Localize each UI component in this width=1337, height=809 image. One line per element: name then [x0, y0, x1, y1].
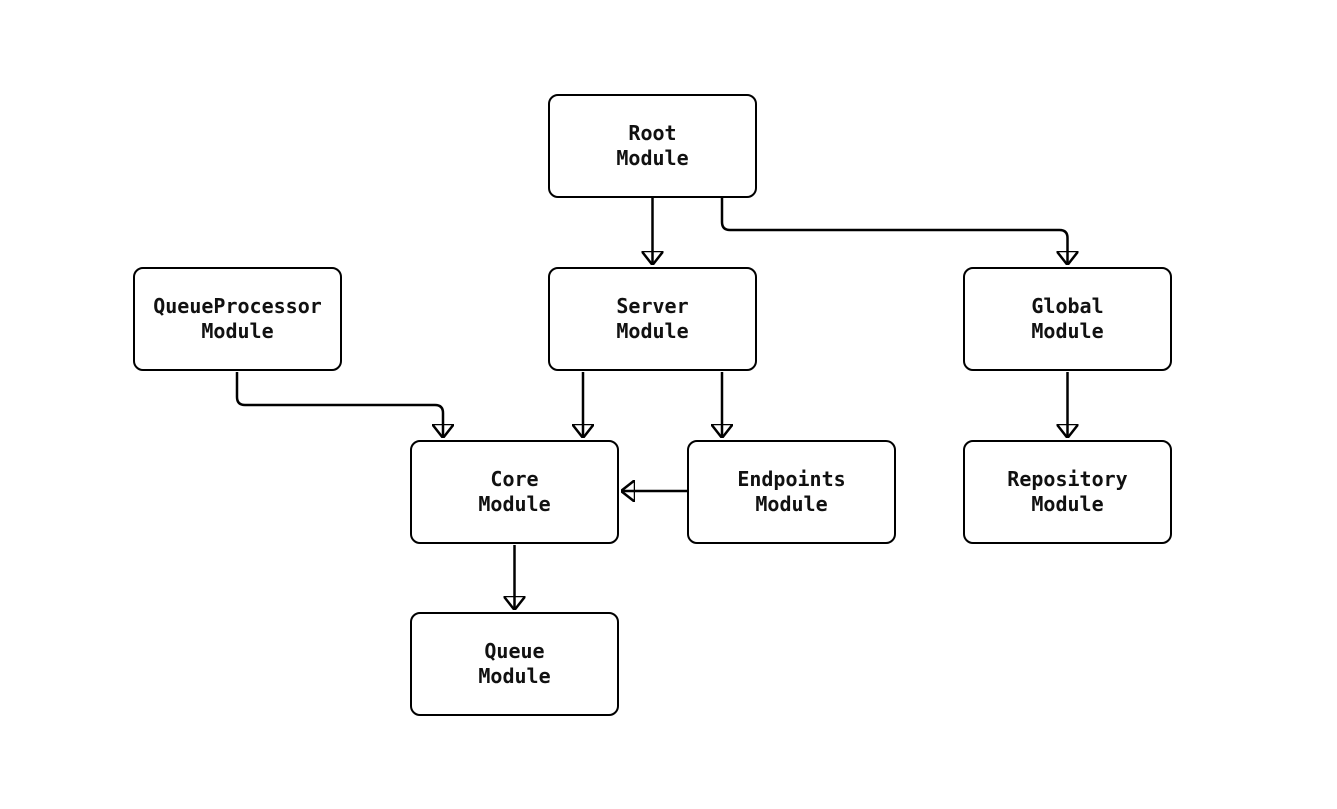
node-label: Module [478, 664, 551, 688]
node-server-module: Server Module [548, 267, 757, 371]
node-label: Module [201, 319, 274, 343]
node-label: Queue [484, 639, 545, 663]
edge-queueprocessor-core [235, 372, 443, 437]
node-label: Module [1031, 492, 1104, 516]
node-label: Module [478, 492, 551, 516]
node-core-module: Core Module [410, 440, 619, 544]
node-root-module: Root Module [548, 94, 757, 198]
node-queue-module: Queue Module [410, 612, 619, 716]
node-label: Server [616, 294, 689, 318]
node-label: QueueProcessor [153, 294, 322, 318]
node-label: Root [628, 121, 677, 145]
node-label: Endpoints [737, 467, 846, 491]
node-queueprocessor-module: QueueProcessor Module [133, 267, 342, 371]
node-endpoints-module: Endpoints Module [687, 440, 896, 544]
node-global-module: Global Module [963, 267, 1172, 371]
node-label: Repository [1007, 467, 1128, 491]
node-label: Core [490, 467, 539, 491]
node-label: Module [1031, 319, 1104, 343]
node-label: Module [755, 492, 828, 516]
node-label: Global [1031, 294, 1104, 318]
node-repository-module: Repository Module [963, 440, 1172, 544]
node-label: Module [616, 319, 689, 343]
node-label: Module [616, 146, 689, 170]
edge-root-global [720, 197, 1068, 264]
